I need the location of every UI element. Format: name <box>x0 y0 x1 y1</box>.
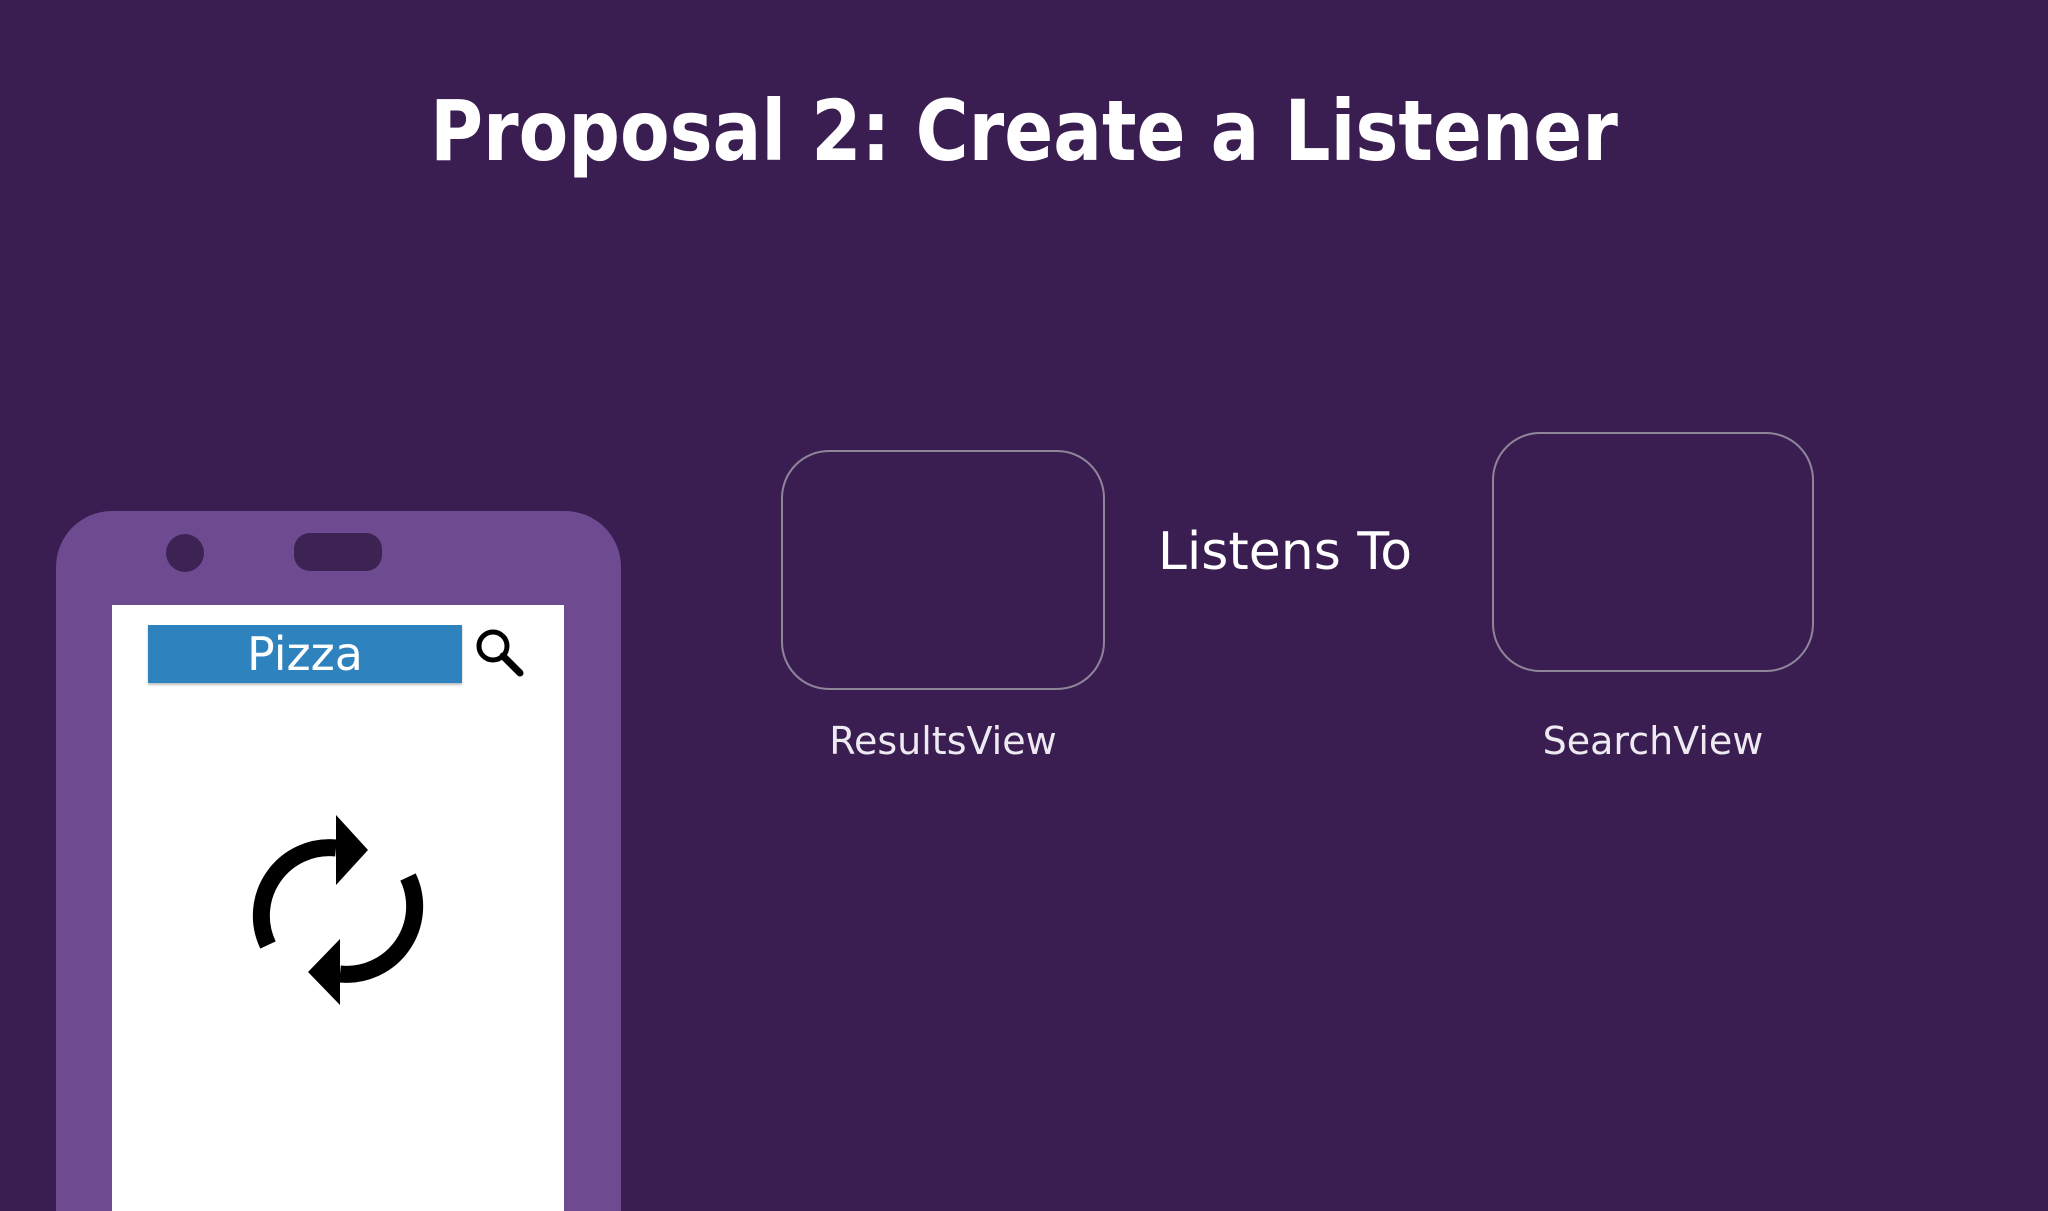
search-view-label: SearchView <box>1542 719 1764 763</box>
results-view-label: ResultsView <box>829 719 1057 763</box>
phone-illustration: Pizza <box>56 511 621 1211</box>
phone-camera <box>166 534 204 572</box>
search-icon <box>476 629 524 677</box>
relation-label: Listens To <box>1157 522 1413 582</box>
results-view-box <box>781 450 1105 690</box>
phone-screen: Pizza <box>112 605 564 1211</box>
refresh-icon <box>252 815 424 1005</box>
phone-speaker <box>294 533 382 571</box>
slide-title: Proposal 2: Create a Listener <box>430 82 1618 180</box>
search-field: Pizza <box>148 625 462 683</box>
search-view-box <box>1492 432 1814 672</box>
